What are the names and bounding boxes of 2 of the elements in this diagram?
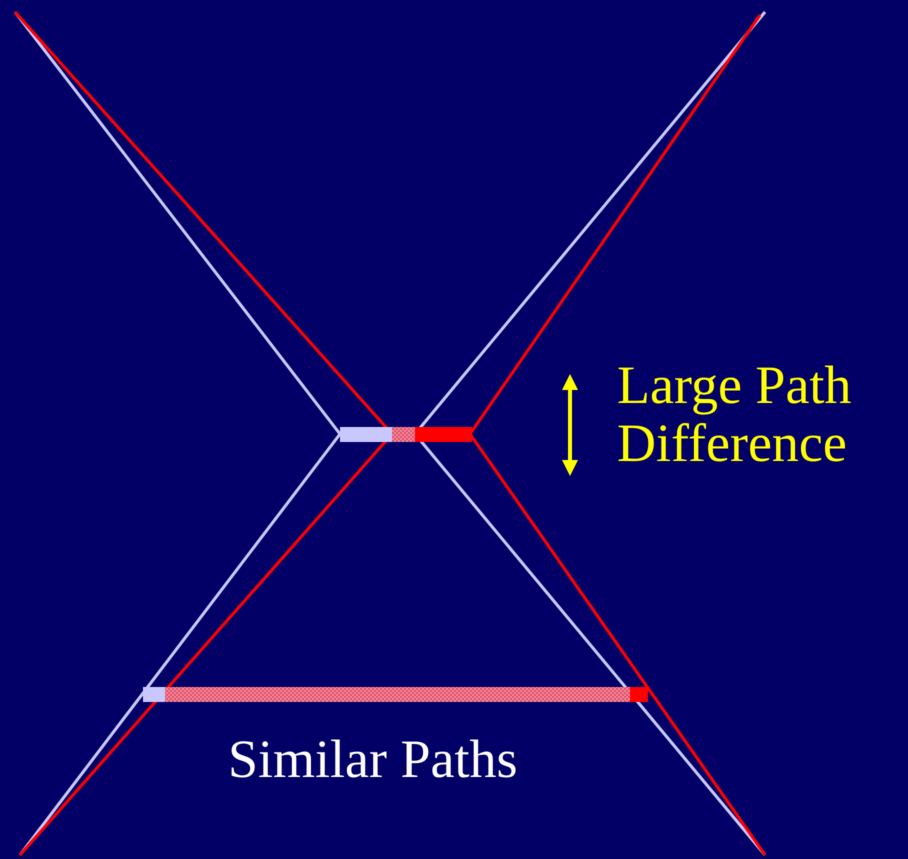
annotation-text: Similar Paths <box>228 730 518 788</box>
annotation-text: Large Path Difference <box>617 356 852 472</box>
